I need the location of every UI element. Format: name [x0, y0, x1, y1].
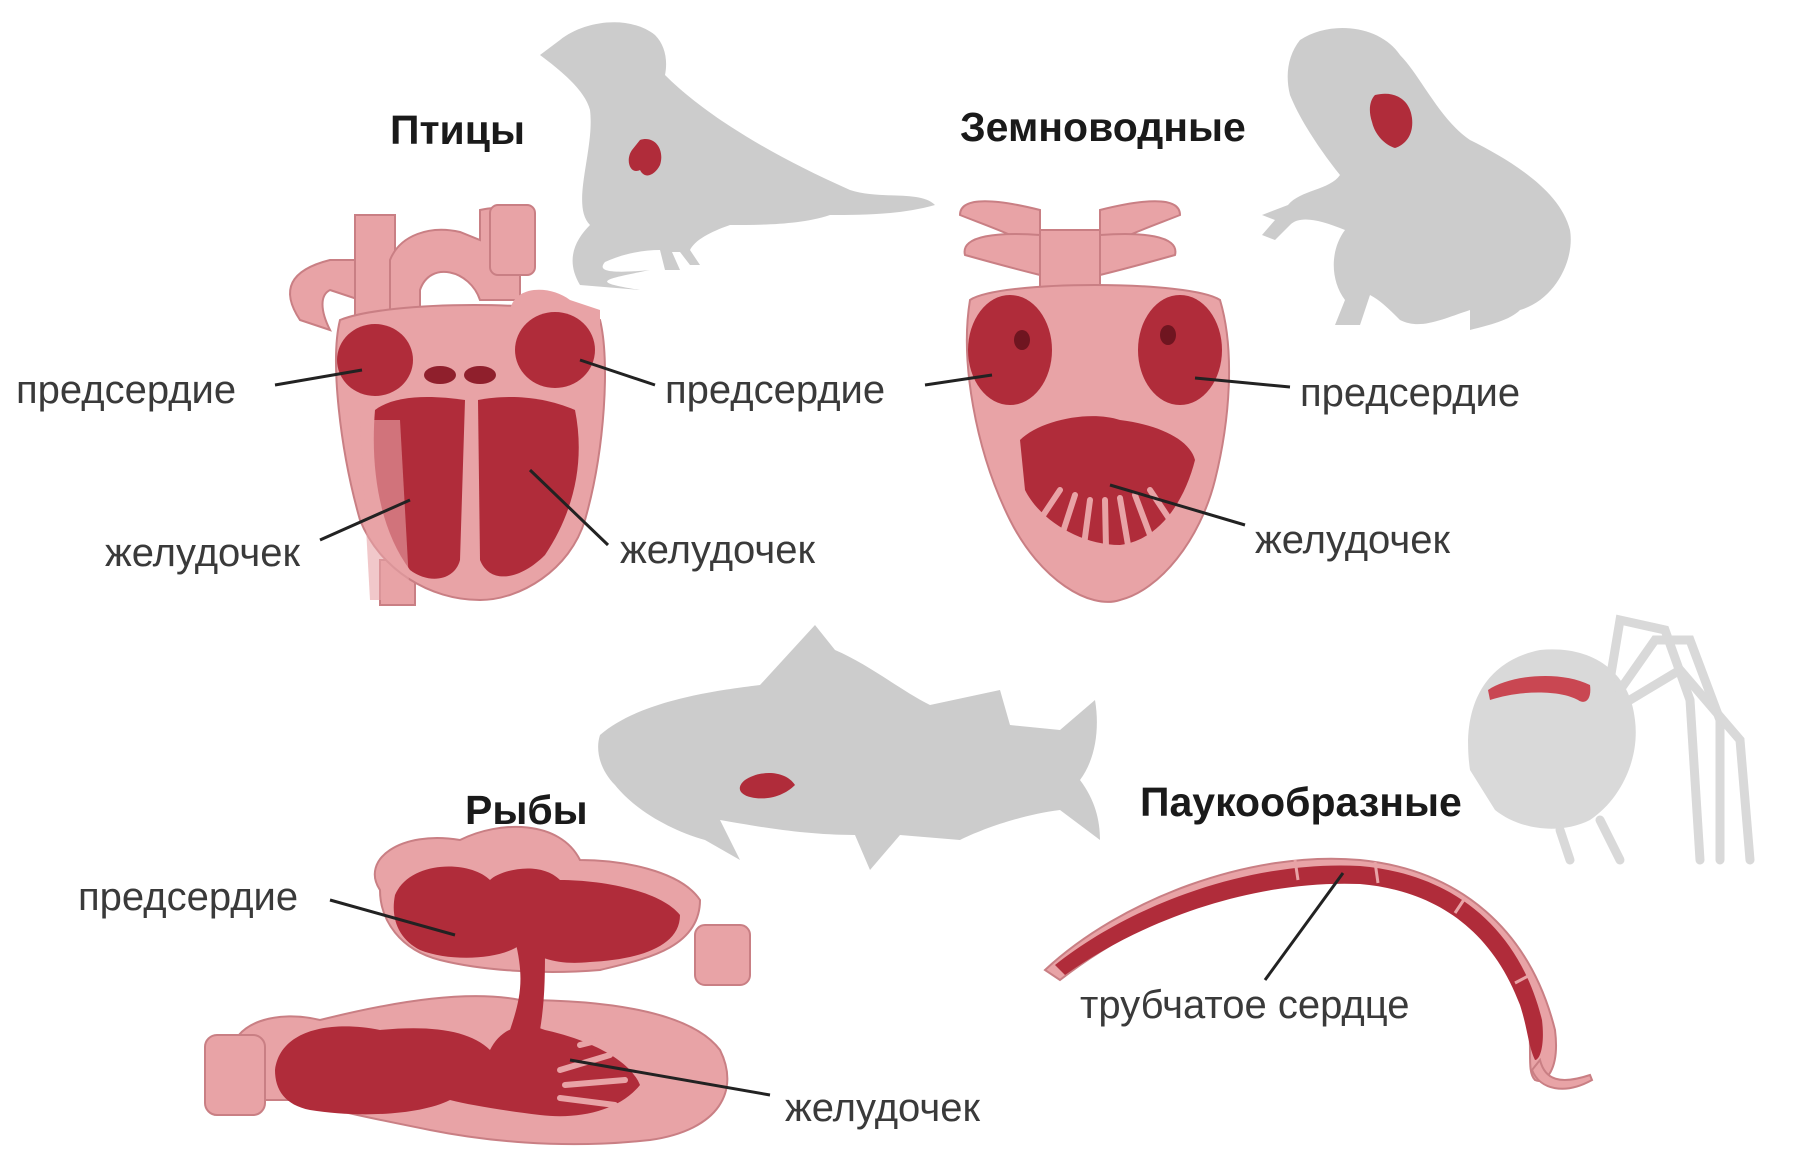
birds-ventricle-right-label: желудочек — [620, 530, 815, 570]
fish-title: Рыбы — [465, 790, 588, 831]
bird-silhouette-icon — [540, 22, 935, 290]
spider-silhouette-icon — [1468, 620, 1750, 860]
amphibians-title: Земноводные — [960, 107, 1246, 148]
fish-ventricle-label: желудочек — [785, 1088, 980, 1128]
birds-atrium-left-label: предсердие — [16, 370, 236, 410]
bird-heart — [290, 205, 605, 605]
frog-silhouette-icon — [1262, 28, 1571, 330]
arachnids-title: Паукообразные — [1140, 782, 1462, 823]
amphibians-ventricle-label: желудочек — [1255, 520, 1450, 560]
arachnids-tubular-heart-label: трубчатое сердце — [1080, 985, 1409, 1025]
fish-silhouette-icon — [598, 625, 1100, 870]
fish-atrium-label: предсердие — [78, 877, 298, 917]
amphibian-heart — [960, 201, 1229, 602]
birds-title: Птицы — [390, 110, 525, 151]
amphibians-atrium-right-label: предсердие — [1300, 373, 1520, 413]
arachnid-tubular-heart — [1045, 859, 1592, 1089]
birds-ventricle-left-label: желудочек — [105, 533, 300, 573]
birds-atrium-right-label: предсердие — [665, 370, 885, 410]
